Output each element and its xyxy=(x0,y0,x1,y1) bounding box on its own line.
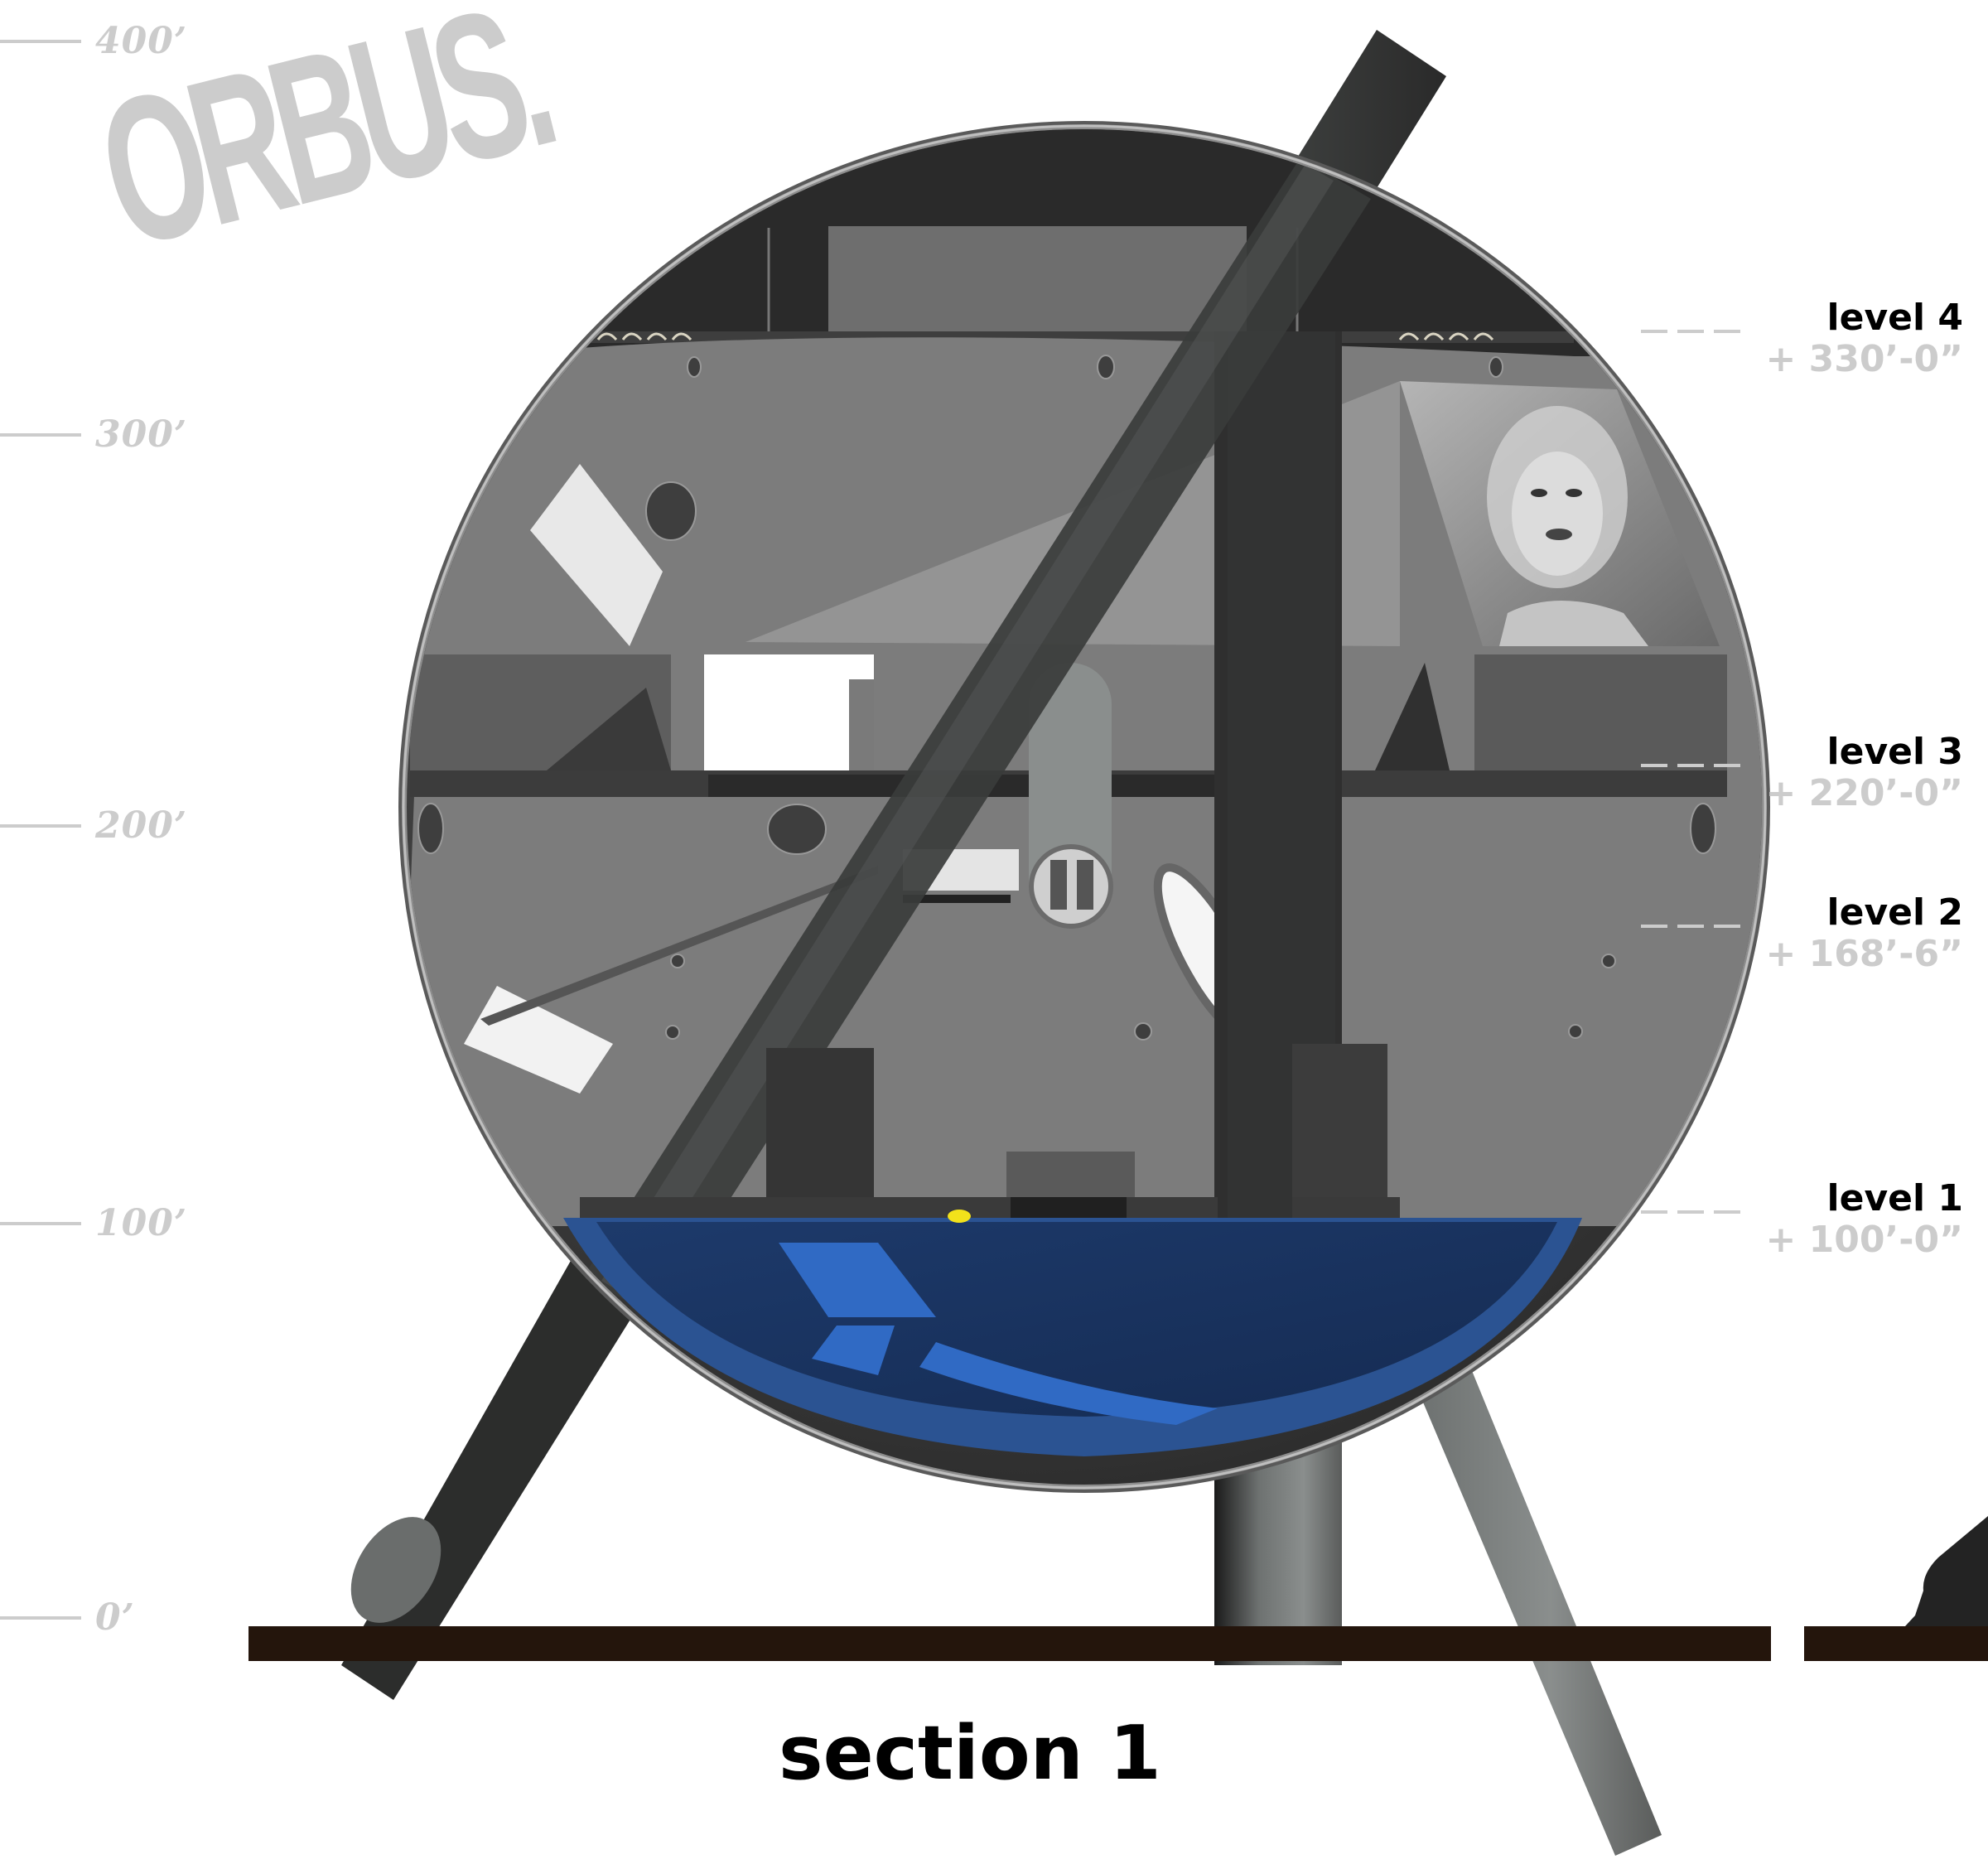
level-marker-3: level 3 + 220’-0” xyxy=(1641,731,1963,814)
level-marker-1: level 1 + 100’-0” xyxy=(1641,1177,1963,1261)
level-name: level 4 xyxy=(1826,297,1963,339)
level-name: level 2 xyxy=(1826,891,1963,934)
section-title: section 1 xyxy=(779,1710,1161,1797)
level-elevation: + 100’-0” xyxy=(1765,1219,1963,1261)
scale-label-200: 200’ xyxy=(95,804,188,847)
level-elevation: + 168’-6” xyxy=(1765,933,1963,975)
level-name: level 1 xyxy=(1826,1177,1963,1219)
level4-screen-wall xyxy=(828,226,1247,342)
level-dash xyxy=(1641,330,1749,333)
scale-tick-200 xyxy=(0,824,81,828)
level-dash xyxy=(1641,925,1749,928)
left-support-leg xyxy=(341,1259,639,1700)
level-dash xyxy=(1641,764,1749,767)
scale-label-400: 400’ xyxy=(95,20,188,62)
level-name: level 3 xyxy=(1826,731,1963,773)
adjacent-structure xyxy=(1905,1516,1988,1626)
ground-plane xyxy=(248,1626,1771,1661)
scale-label-100: 100’ xyxy=(95,1202,188,1244)
scale-tick-300 xyxy=(0,433,81,437)
portrait-screen xyxy=(1400,381,1720,646)
scale-label-0: 0’ xyxy=(95,1596,135,1639)
scale-tick-0 xyxy=(0,1616,81,1620)
scale-tick-100 xyxy=(0,1222,81,1225)
ground-plane-right xyxy=(1804,1626,1988,1661)
level-dash xyxy=(1641,1210,1749,1214)
water-pool xyxy=(563,1210,1582,1456)
scale-label-300: 300’ xyxy=(95,413,188,456)
level-elevation: + 330’-0” xyxy=(1765,338,1963,380)
sphere xyxy=(398,121,1770,1493)
scale-tick-400 xyxy=(0,40,81,43)
level-marker-2: level 2 + 168’-6” xyxy=(1641,891,1963,975)
level-marker-4: level 4 + 330’-0” xyxy=(1641,297,1963,380)
level-elevation: + 220’-0” xyxy=(1765,772,1963,814)
